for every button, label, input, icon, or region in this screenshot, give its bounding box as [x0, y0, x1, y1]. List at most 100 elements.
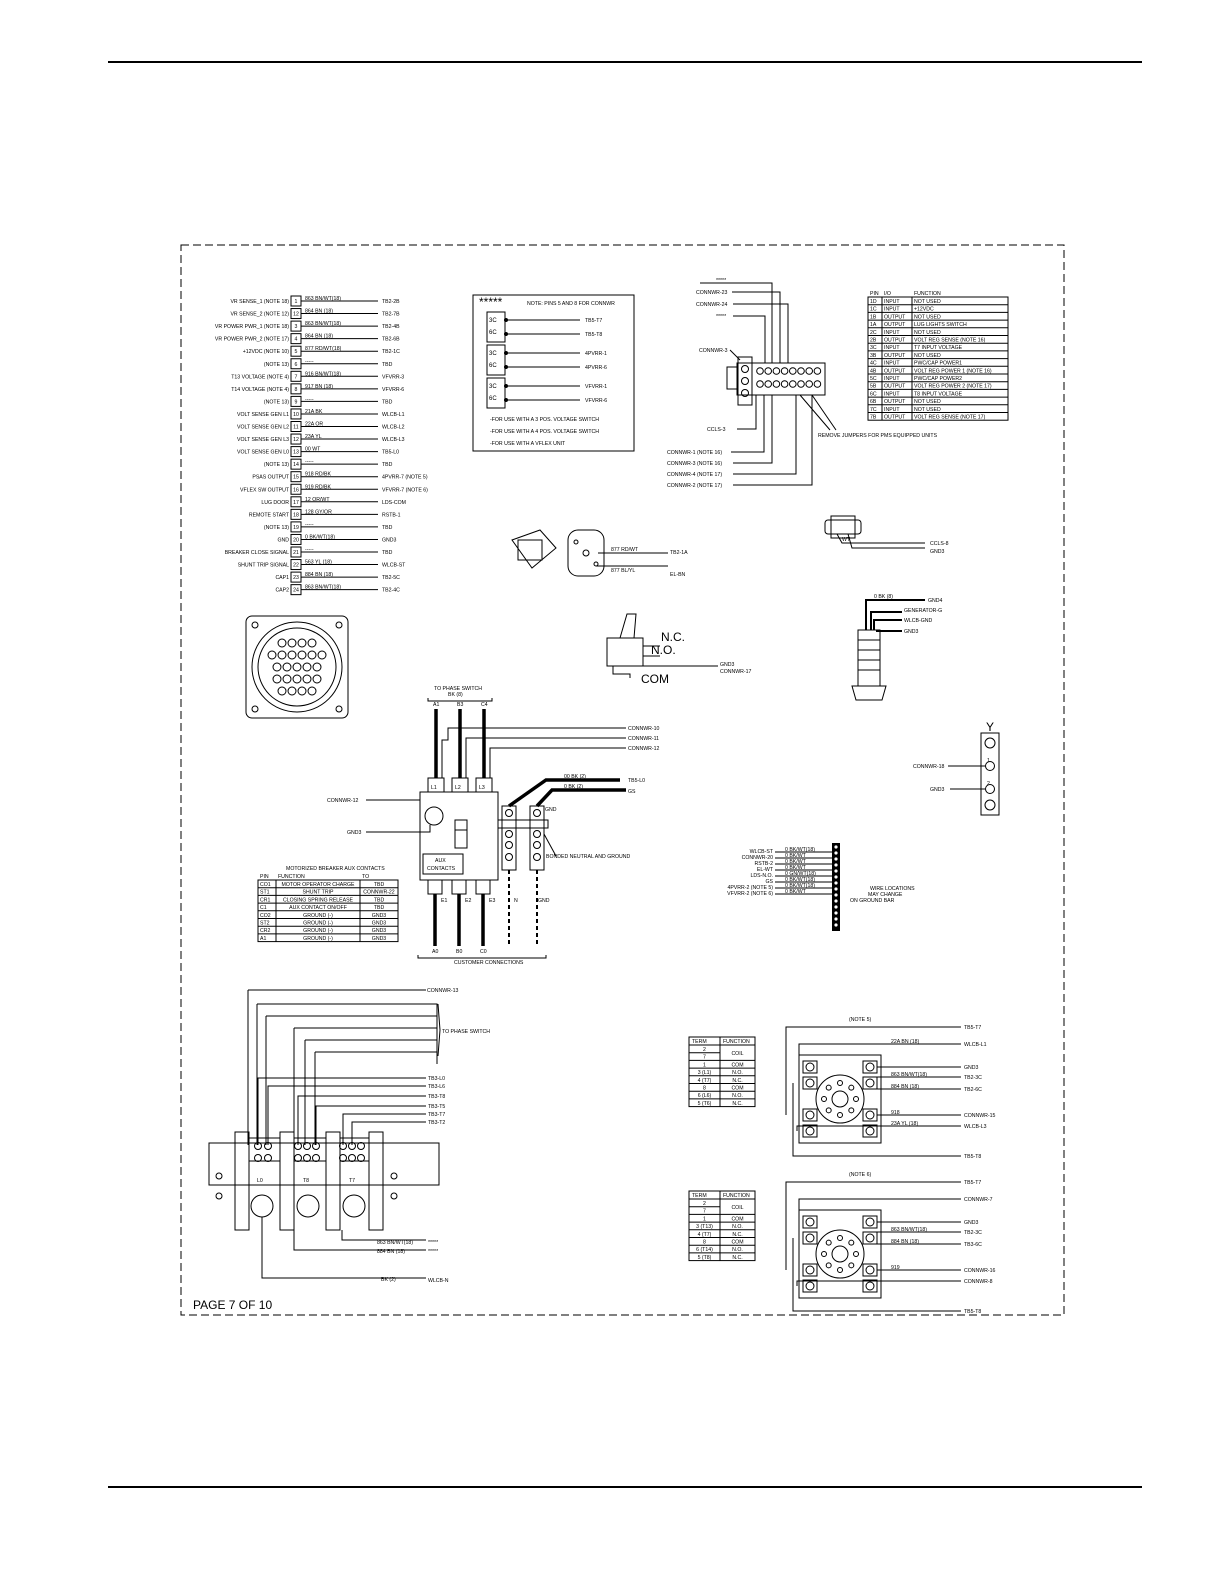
phase-switch-terminal: [294, 1142, 302, 1150]
aux-table-cell: C1: [260, 905, 267, 911]
ground-bar-wire: 0 GN/WT(18): [785, 871, 816, 877]
pin-table-cell: 4C: [870, 361, 877, 367]
connector-pin-number: 11: [293, 425, 298, 431]
ccls-wire: WT: [842, 537, 851, 543]
tb2-left-label: CCLS-3: [707, 427, 726, 433]
aux-table-cell: GROUND (-): [303, 936, 333, 942]
relay-2-socket-key: [831, 1245, 849, 1263]
relay-2-right-terminal: [862, 1279, 878, 1293]
relay-2-table-cell: 3 (T13): [696, 1224, 713, 1230]
pin-table-cell: T8 INPUT VOLTAGE: [914, 391, 963, 397]
connector-destination: RSTB-1: [382, 512, 401, 518]
connector-wire-code: 00 WT: [305, 447, 321, 453]
ground-bar-hole: [834, 881, 838, 885]
connector-socket: [277, 650, 287, 660]
pms-switch-box: [486, 344, 506, 376]
ccls-sensor: WT CCLS-8 GND3: [824, 515, 949, 555]
door-switch-label-1: CONNWR-17: [720, 669, 752, 675]
connector-wire-code: 917 BN (18): [305, 384, 333, 390]
relay-1-note: (NOTE 5): [849, 1017, 871, 1023]
relay-1-table-cell: N.C.: [732, 1078, 742, 1084]
relay-2-left-screw: [805, 1233, 815, 1243]
breaker-bottom-a: A0: [432, 949, 438, 955]
relay-2-socket-pin: [825, 1262, 832, 1269]
connector-function-label: LUG DOOR: [261, 500, 289, 506]
connector-wire-code: -----: [305, 547, 314, 553]
connector-destination: TBD: [382, 399, 393, 405]
relay-1-wire-destination: WLCB-L1: [964, 1042, 987, 1048]
ground-bar-source: CONNWR-20: [742, 855, 774, 861]
tb2-pin: [780, 380, 789, 388]
connector-function-label: BREAKER CLOSE SIGNAL: [225, 550, 289, 556]
bottom-rule: [108, 1486, 1142, 1488]
connector-function-label: (NOTE 13): [264, 399, 289, 405]
pms-note-text: NOTE: PINS 5 AND 8 FOR CONNWR: [527, 301, 615, 307]
relay-1-socket-pin: [837, 1112, 843, 1118]
connector-socket: [267, 650, 277, 660]
door-switch-no: N.O.: [651, 643, 676, 657]
pms-switch-dot: [504, 398, 508, 402]
connector-function-label: (NOTE 13): [264, 462, 289, 468]
aux-table-cell: CR2: [260, 928, 270, 934]
breaker-load-n: N: [514, 898, 518, 904]
relay-2-table-cell: 4 (T7): [698, 1232, 712, 1238]
connector-socket: [302, 662, 312, 672]
pms-switch-pin: 6C: [489, 363, 497, 369]
ccls-label-1: GND3: [930, 549, 945, 555]
connector-pin-number: 22: [293, 563, 299, 569]
ground-bar-hole: [834, 923, 838, 927]
tb2-pin: [797, 380, 805, 388]
aux-table-cell: GROUND (-): [303, 921, 333, 927]
connector-destination: WLCB-L3: [382, 437, 405, 443]
pin-table-cell: OUTPUT: [884, 338, 906, 344]
ground-stud-label-0: GND4: [928, 598, 943, 604]
pin-table-cell: 3B: [870, 353, 877, 359]
pms-use-3: -FOR USE WITH A VFLEX UNIT: [490, 441, 566, 447]
relay-1-table-cell: N.O.: [732, 1093, 743, 1099]
ground-bar-hole: [834, 863, 838, 867]
connector-destination: TB2-7B: [382, 312, 400, 318]
ground-bar-hole: [834, 887, 838, 891]
breaker-load-e2: E2: [465, 898, 471, 904]
breaker-connwr-11: CONNWR-11: [628, 736, 659, 742]
relay-1-right-terminal: [862, 1076, 878, 1090]
connector-destination: TBD: [382, 362, 393, 368]
relay-2-wire-code: 884 BN (18): [891, 1239, 919, 1245]
connector-function-label: VFLEX SW OUTPUT: [240, 487, 290, 493]
pms-switch-wire-label: 4PVRR-6: [585, 365, 607, 371]
breaker-bottom-b: B0: [456, 949, 462, 955]
phase-switch-terminal: [312, 1154, 320, 1162]
pms-switch-wire: [505, 385, 580, 401]
breaker-phase-a: A1: [433, 702, 439, 708]
connector-pin-number: 10: [293, 412, 299, 418]
aux-table-cell: SHUNT TRIP: [303, 890, 334, 896]
connector-function-label: GND: [277, 537, 289, 543]
pms-note-box: ***** NOTE: PINS 5 AND 8 FOR CONNWR 3C6C…: [472, 294, 635, 452]
connector-socket: [277, 638, 287, 648]
phase-switch-terminal: [303, 1154, 311, 1162]
connector-socket: [287, 650, 297, 660]
relay-1-wire-destination: TB5-T8: [964, 1154, 981, 1160]
connector-pin-number: 16: [293, 487, 299, 493]
relay-1-left-terminal: [802, 1124, 818, 1138]
pms-switch-wire-label: VFVRR-1: [585, 384, 607, 390]
pms-switch-wire: [505, 352, 580, 368]
phase-switch-wire-2: BK (2): [381, 1277, 396, 1283]
relay-2-socket-pin: [821, 1251, 827, 1257]
connector-wire-code: 864 BN (18): [305, 309, 333, 315]
connector-socket: [272, 662, 282, 672]
connector-function-label: CAP2: [275, 588, 289, 594]
breaker-aux-label-0: AUX: [435, 858, 446, 864]
relay-1-table-cell: 4 (T7): [698, 1078, 712, 1084]
connector-socket: [297, 686, 307, 696]
phase-switch-top-label-0: CONNWR-13: [427, 988, 459, 994]
relay-1-table-cell: 3 (L1): [698, 1070, 712, 1076]
relay-2-right-screw: [865, 1281, 875, 1291]
breaker-gnd-label: GND: [545, 807, 557, 813]
relay-2-wire-destination: TB5-T7: [964, 1180, 981, 1186]
pms-use-1: -FOR USE WITH A 3 POS. VOLTAGE SWITCH: [490, 417, 599, 423]
relay-1-wire: [798, 1043, 961, 1067]
ground-bar-hole: [834, 845, 838, 849]
